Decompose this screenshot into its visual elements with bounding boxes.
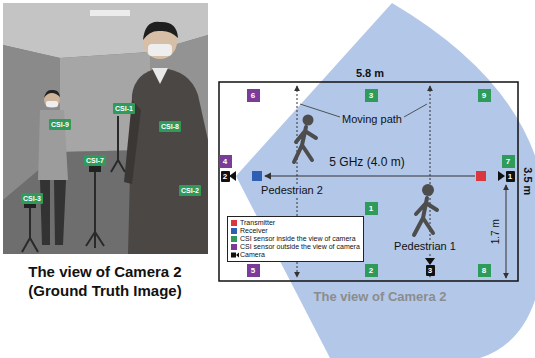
person-hair	[143, 22, 178, 40]
node-text: 5	[250, 264, 257, 277]
camera-swatch	[231, 252, 240, 258]
camera-lens	[498, 171, 505, 181]
camera-icon: 3	[426, 265, 435, 276]
legend-box: TransmitterReceiverCSI sensor inside the…	[227, 216, 364, 262]
dimension-label: 5.8 m	[356, 67, 384, 80]
node-text: CSI-9	[51, 120, 69, 129]
person-hair	[44, 90, 60, 98]
sensor-square: 4	[219, 155, 232, 168]
sensor-tag: CSI-7	[84, 155, 106, 166]
node-text: 9	[481, 89, 488, 102]
caption-text: The view of Camera 2 (Ground Truth Image…	[28, 263, 181, 299]
dimension-label: 1.7 m	[490, 219, 502, 244]
sensor-tag: CSI-3	[21, 193, 43, 204]
pedestrian-label: Pedestrian 2	[260, 184, 324, 197]
node-text: CSI-7	[86, 156, 104, 165]
pedestrian-head	[422, 184, 434, 196]
legend-text: Transmitter	[240, 219, 275, 227]
receiver-square	[252, 171, 262, 181]
node-text: 8	[481, 264, 488, 277]
camera-lens	[229, 171, 236, 181]
node-text: CSI-1	[115, 104, 133, 113]
sensor-tag: CSI-1	[113, 103, 135, 114]
node-text: 1	[508, 171, 513, 182]
node-text: 1	[368, 202, 375, 215]
tripod	[22, 206, 38, 252]
path-label: Moving path	[342, 113, 402, 126]
node-text: CSI-3	[23, 194, 41, 203]
node-text: CSI-2	[181, 186, 199, 195]
room-outline	[219, 82, 518, 281]
legend-row: Transmitter	[231, 219, 360, 227]
sensor-square: 5	[247, 264, 260, 277]
dimension-label: 3.5 m	[522, 167, 535, 195]
camera-icon: 1	[506, 171, 515, 182]
node-text: 2	[223, 171, 228, 182]
legend-row: CSI sensor inside the view of camera	[231, 235, 360, 243]
legend-row: Receiver	[231, 227, 360, 235]
camera-lens	[425, 258, 435, 265]
sensor-square: 2	[365, 264, 378, 277]
legend-text: Camera	[240, 251, 265, 259]
transmitter-square	[476, 171, 486, 181]
sensor-square: 3	[365, 89, 378, 102]
sensor-square: 8	[478, 264, 491, 277]
node-text: CSI-8	[161, 122, 179, 131]
pedestrian-body	[294, 127, 316, 162]
image-caption: The view of Camera 2 (Ground Truth Image…	[10, 262, 200, 300]
camera-icon: 2	[221, 171, 230, 182]
node-text: 3	[368, 89, 375, 102]
pedestrian-head	[303, 115, 314, 126]
legend-swatch	[231, 244, 237, 250]
node-text: 7	[505, 155, 512, 168]
person-body	[128, 68, 208, 254]
person-collar	[152, 68, 168, 84]
sensor-tag: CSI-8	[159, 121, 181, 132]
dimension-line	[506, 185, 507, 278]
sensor-tag: CSI-2	[179, 185, 201, 196]
sensor-square: 9	[478, 89, 491, 102]
camera-body	[231, 253, 236, 258]
sensor-square: 6	[247, 89, 260, 102]
photo-device	[89, 166, 101, 172]
photo-ground	[3, 3, 208, 254]
legend-row: Camera	[231, 251, 360, 259]
pedestrian-label: Pedestrian 1	[393, 240, 457, 253]
sensor-square: 1	[365, 202, 378, 215]
node-text: 2	[368, 264, 375, 277]
photo-light	[90, 10, 130, 16]
legend-text: Receiver	[240, 227, 268, 235]
legend-text: CSI sensor outside the view of camera	[240, 243, 360, 251]
sensor-tag: CSI-9	[49, 119, 71, 130]
signal-label: 5 GHz (4.0 m)	[329, 156, 404, 170]
signal-arrow	[265, 175, 475, 176]
pedestrian-body	[414, 198, 437, 235]
camera-lens	[236, 253, 239, 258]
person-mask	[148, 44, 172, 56]
legend-row: CSI sensor outside the view of camera	[231, 243, 360, 251]
person-body	[38, 110, 68, 180]
legend-swatch	[231, 228, 237, 234]
view-label: The view of Camera 2	[314, 290, 447, 305]
person-legs	[40, 180, 66, 245]
sensor-square: 7	[502, 155, 515, 168]
tripod	[86, 170, 104, 248]
legend-text: CSI sensor inside the view of camera	[240, 235, 356, 243]
camera-photo	[3, 3, 208, 254]
node-text: 6	[250, 89, 257, 102]
legend-swatch	[231, 236, 237, 242]
camera-view-fan	[236, 3, 535, 358]
photo-tripods	[22, 116, 125, 252]
person-mask	[46, 101, 58, 107]
node-text: 4	[222, 155, 229, 168]
node-text: 3	[428, 265, 433, 276]
legend-swatch	[231, 220, 237, 226]
leader-line	[404, 104, 427, 117]
